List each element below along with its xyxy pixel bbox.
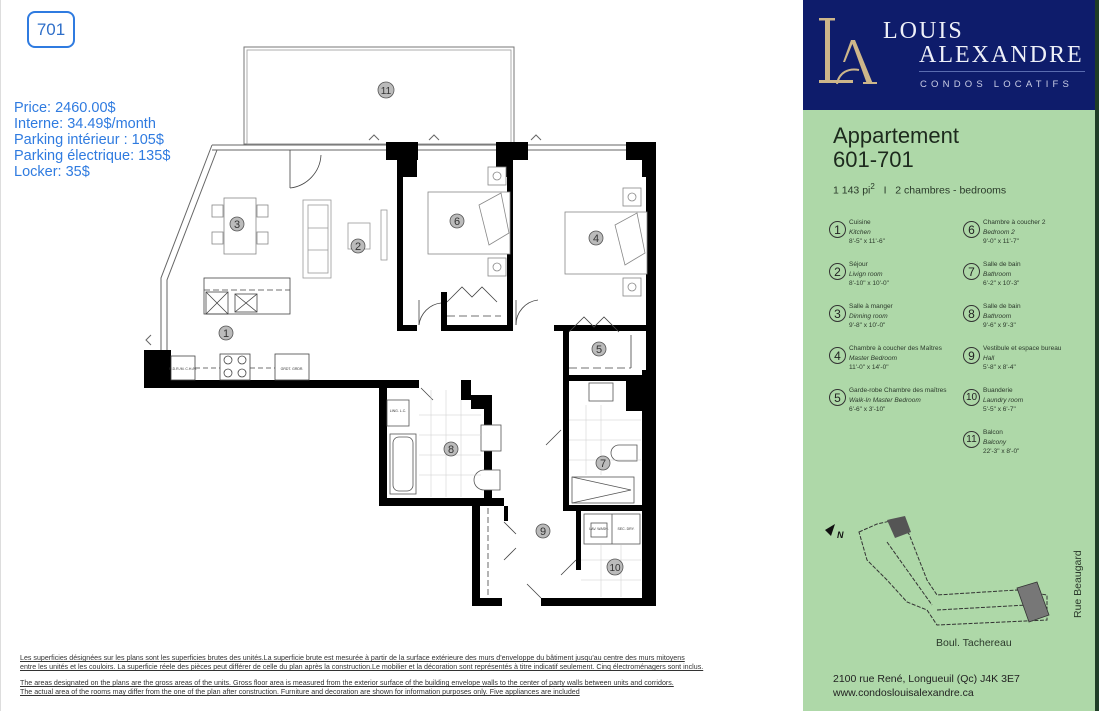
disclaimer-en: The areas designated on the plans are th… [20, 679, 674, 696]
street-boul-tachereau: Boul. Tachereau [936, 637, 1012, 649]
room-marker-9: 9 [535, 523, 551, 539]
bed-room-6 [427, 166, 511, 277]
balcony [243, 46, 515, 145]
disclaimer: Les superficies désignées sur les plans … [20, 654, 780, 704]
svg-text:10: 10 [609, 563, 621, 574]
svg-text:4: 4 [593, 233, 599, 245]
kitchen-island [203, 277, 291, 315]
bathroom-7-fixtures [569, 382, 641, 504]
room-marker-4: 4 [588, 230, 604, 246]
laundry-fixtures: LAV. WASH. SEC. DRY. [581, 513, 641, 597]
apartment-area: 1 143 pi [833, 184, 871, 197]
room-number-markers: 1 2 3 4 5 6 7 8 9 10 11 [218, 81, 624, 576]
north-arrow-icon: N [825, 524, 844, 540]
room-marker-10: 10 [606, 558, 624, 576]
kitchen-counter: R.D.R./M. C.H./N. GRDT. GRDR. [169, 353, 310, 381]
svg-text:LAV. WASH.: LAV. WASH. [589, 527, 608, 531]
svg-text:6: 6 [454, 216, 460, 228]
apartment-title: Appartement 601-701 [833, 123, 959, 172]
disclaimer-fr: Les superficies désignées sur les plans … [20, 654, 704, 671]
brand-tagline: CONDOS LOCATIFS [920, 79, 1074, 90]
pricing-info: Price: 2460.00$ Interne: 34.49$/month Pa… [14, 100, 170, 180]
website-link[interactable]: www.condoslouisalexandre.ca [833, 687, 974, 699]
svg-text:11: 11 [381, 86, 392, 97]
room-marker-1: 1 [218, 325, 234, 341]
svg-text:7: 7 [600, 458, 606, 470]
room-marker-11: 11 [377, 81, 395, 99]
locker-text: Locker: 35$ [14, 164, 90, 180]
brand-divider [919, 71, 1085, 72]
unit-number: 701 [36, 19, 66, 39]
room-marker-5: 5 [591, 341, 607, 357]
interne-text: Interne: 34.49$/month [14, 116, 156, 132]
bed-room-4 [564, 187, 648, 297]
la-monogram-logo [819, 18, 877, 85]
unit-number-badge: 701 [27, 11, 75, 48]
svg-text:SEC. DRY.: SEC. DRY. [618, 527, 635, 531]
brand-header: LOUIS ALEXANDRE CONDOS LOCATIFS [803, 0, 1095, 110]
brand-name-line2: ALEXANDRE [919, 42, 1084, 68]
svg-text:R.D.R./M. C.H./N.: R.D.R./M. C.H./N. [169, 367, 197, 371]
room-marker-6: 6 [449, 213, 465, 229]
svg-text:2: 2 [355, 241, 361, 253]
svg-text:LING. L.C.: LING. L.C. [390, 409, 407, 413]
room-marker-7: 7 [595, 455, 611, 471]
walls [144, 142, 656, 606]
parking-electrique-text: Parking électrique: 135$ [14, 148, 171, 164]
svg-text:3: 3 [234, 219, 240, 231]
floor-plan-panel: 701 Price: 2460.00$ Interne: 34.49$/mont… [0, 0, 780, 711]
svg-text:1: 1 [223, 328, 229, 340]
parking-interieur-text: Parking intérieur : 105$ [14, 132, 164, 148]
brand-name-line1: LOUIS [883, 18, 964, 44]
svg-text:8: 8 [448, 444, 454, 456]
room-marker-2: 2 [350, 238, 366, 254]
sofa [302, 199, 388, 279]
room-marker-8: 8 [443, 441, 459, 457]
info-panel: LOUIS ALEXANDRE CONDOS LOCATIFS Appartem… [803, 0, 1099, 711]
svg-text:N: N [837, 530, 844, 540]
room-marker-3: 3 [229, 216, 245, 232]
svg-text:GRDT. GRDR.: GRDT. GRDR. [281, 367, 304, 371]
floor-plan-drawing: R.D.R./M. C.H./N. GRDT. GRDR. [144, 46, 656, 606]
window-wall [145, 134, 626, 350]
apartment-bedrooms: 2 chambres - bedrooms [895, 184, 1007, 197]
apartment-meta: 1 143 pi2 I 2 chambres - bedrooms [833, 182, 1007, 197]
svg-text:5: 5 [596, 344, 602, 356]
site-plan: N [825, 516, 1050, 626]
address-block: 2100 rue René, Longueuil (Qc) J4K 3E7 ww… [833, 672, 1020, 700]
interior-lines [289, 150, 632, 599]
street-rue-beaugard: Rue Beaugard [1072, 550, 1084, 618]
price-text: Price: 2460.00$ [14, 100, 116, 116]
address-line: 2100 rue René, Longueuil (Qc) J4K 3E7 [833, 673, 1020, 685]
bathroom-8-fixtures: LING. L.C. [386, 390, 502, 497]
svg-text:9: 9 [540, 526, 546, 538]
